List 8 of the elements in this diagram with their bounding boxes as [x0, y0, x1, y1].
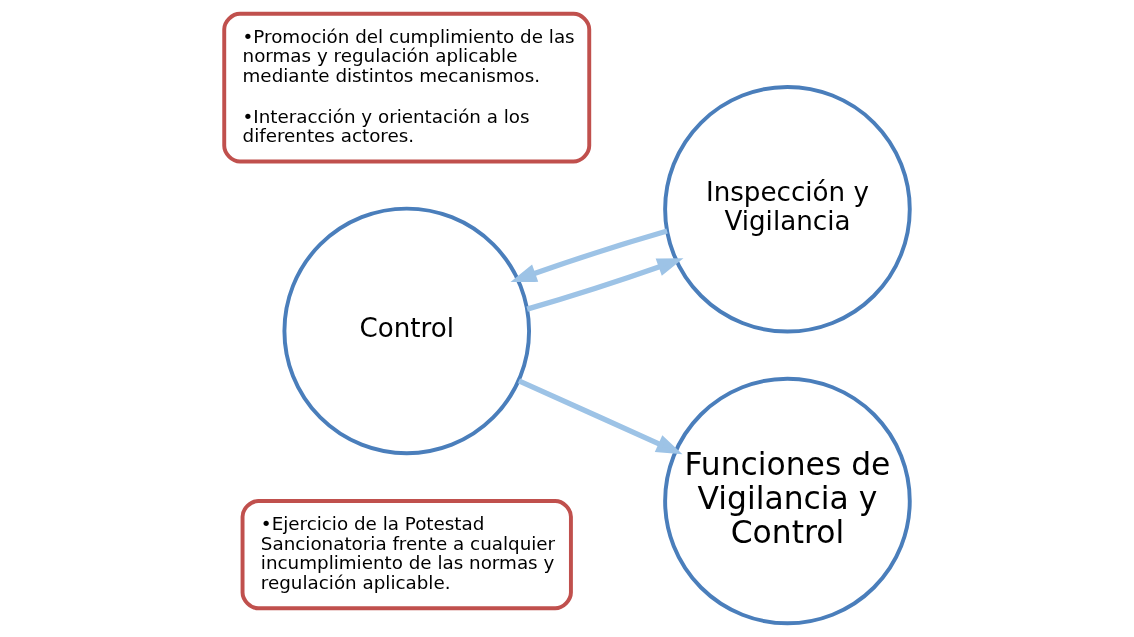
arrow — [526, 258, 684, 312]
arrow — [517, 378, 683, 455]
node-circle: Funciones de Vigilancia y Control — [663, 376, 912, 626]
node-circle: Inspección y Vigilancia — [663, 85, 912, 334]
node-box: •Promoción del cumplimiento de las normas y regulación aplicable mediante distintos mecanismos. •Interacción y orientación a los diferentes actores. — [222, 11, 592, 164]
node-box: •Ejercicio de la Potestad Sancionatoria frente a cualquier incumplimiento de las normas y regulación aplicable. — [240, 499, 573, 611]
arrow — [510, 228, 668, 283]
node-circle: Control — [282, 206, 531, 456]
